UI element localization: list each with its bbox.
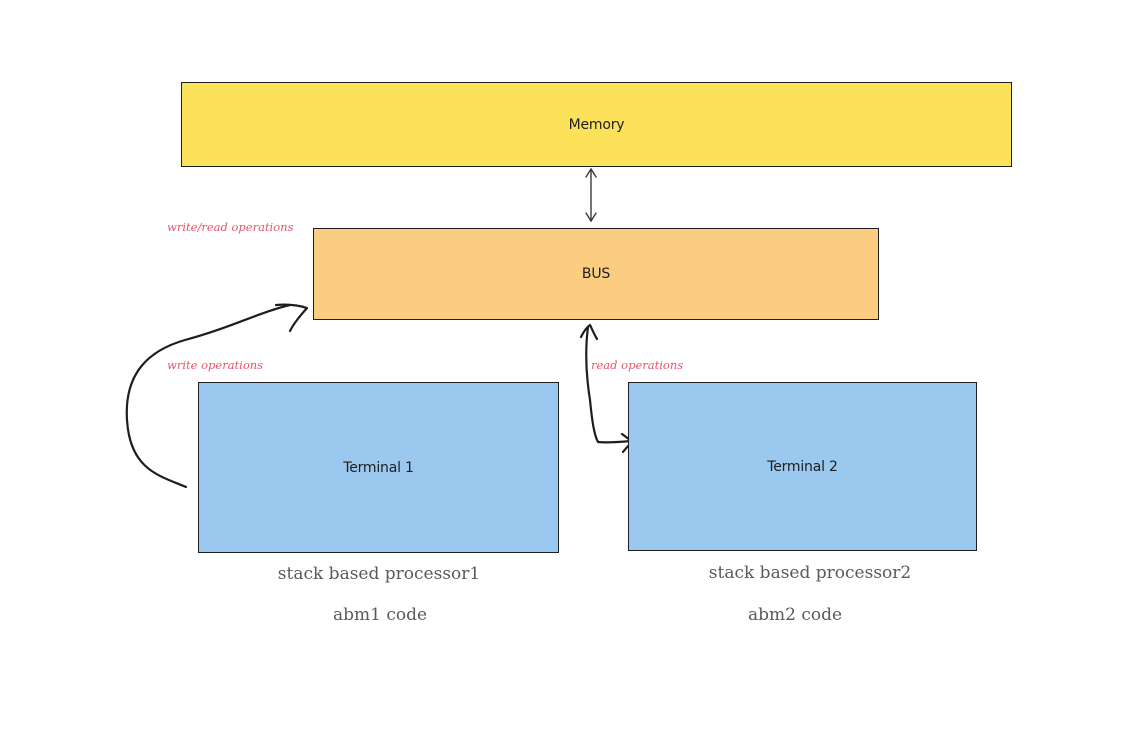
processor2-caption: stack based processor2: [708, 563, 912, 583]
terminal1-label: Terminal 1: [343, 459, 414, 476]
code2-caption: abm2 code: [747, 605, 843, 625]
write-operations-note: write operations: [167, 358, 264, 372]
write-read-operations-note: write/read operations: [167, 220, 294, 234]
read-arrow[interactable]: [579, 323, 634, 454]
memory-box[interactable]: Memory: [181, 82, 1012, 167]
memory-label: Memory: [568, 116, 625, 133]
terminal1-box[interactable]: Terminal 1: [198, 382, 559, 553]
bus-label: BUS: [581, 266, 611, 282]
processor1-caption: stack based processor1: [277, 564, 481, 584]
terminal2-label: Terminal 2: [767, 458, 838, 475]
terminal2-box[interactable]: Terminal 2: [628, 382, 977, 551]
read-operations-note: read operations: [591, 358, 684, 372]
bus-box[interactable]: BUS: [313, 228, 879, 320]
memory-bus-arrow[interactable]: [585, 167, 597, 223]
code1-caption: abm1 code: [332, 605, 428, 625]
